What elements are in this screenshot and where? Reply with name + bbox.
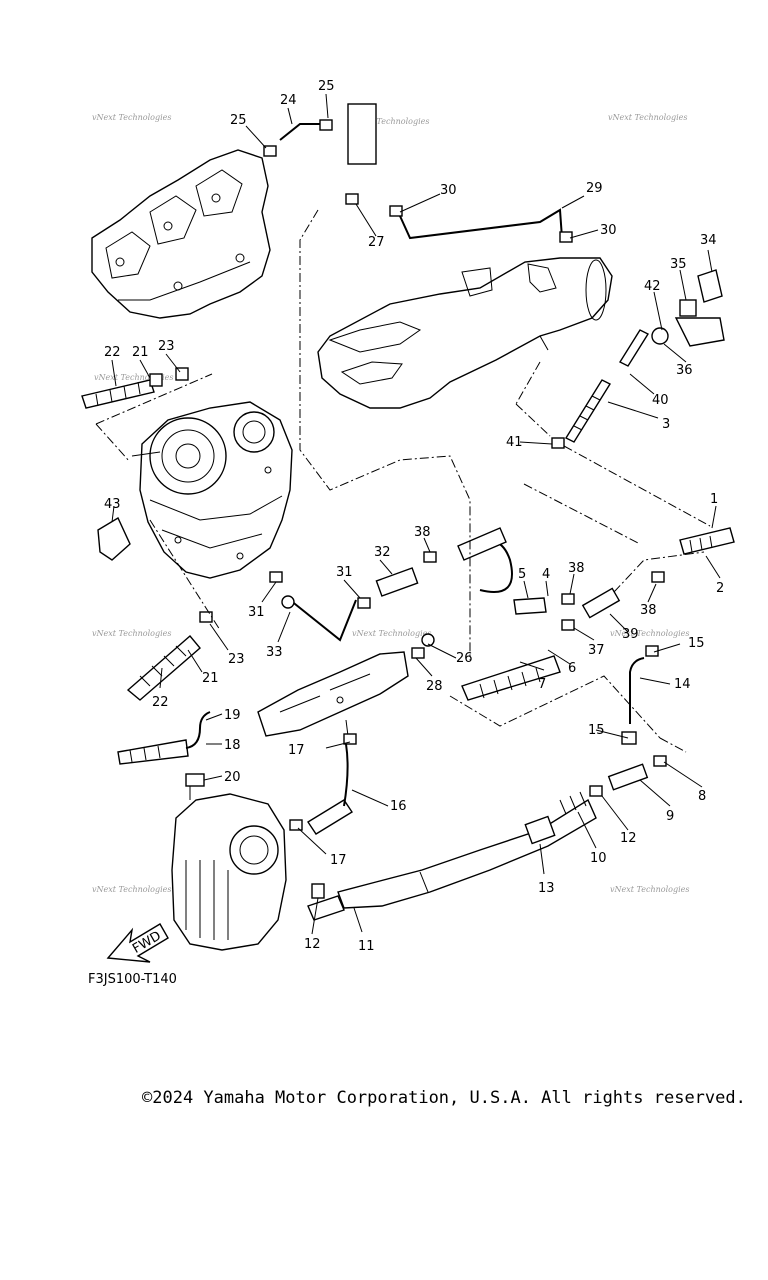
- callout: 4: [542, 567, 550, 582]
- callout-numbers: 1 2 3 4 5 6 7 8 9 10 11 12 12 13 14 15 1…: [104, 79, 724, 954]
- hoses: [81, 123, 735, 921]
- callout: 21: [132, 345, 149, 360]
- callout: 15: [688, 636, 705, 651]
- exhaust-manifold: [91, 149, 271, 319]
- water-lock: [171, 784, 287, 951]
- callout: 3: [662, 417, 670, 432]
- callout: 43: [104, 497, 121, 512]
- callout: 17: [330, 853, 347, 868]
- watermark: vNext Technologies: [94, 373, 173, 382]
- callout: 30: [440, 183, 457, 198]
- callout: 13: [538, 881, 555, 896]
- watermark: vNext Technologies: [92, 885, 171, 894]
- callout: 17: [288, 743, 305, 758]
- callout: 34: [700, 233, 717, 248]
- callout: 10: [590, 851, 607, 866]
- callout: 38: [414, 525, 431, 540]
- callout: 36: [676, 363, 693, 378]
- muffler-body: [317, 257, 613, 409]
- callout: 22: [104, 345, 121, 360]
- exhaust-pipe: [257, 651, 409, 737]
- callout: 19: [224, 708, 241, 723]
- watermark: vNext Technologies: [352, 629, 431, 638]
- callout: 28: [426, 679, 443, 694]
- callout: 33: [266, 645, 283, 660]
- callout: 25: [318, 79, 335, 94]
- callout: 2: [716, 581, 724, 596]
- watermark: vNext Technologies: [610, 629, 689, 638]
- callout: 30: [600, 223, 617, 238]
- callout: 42: [644, 279, 661, 294]
- callout: 6: [568, 661, 576, 676]
- leader-lines: [111, 93, 721, 935]
- drawing-code: F3JS100-T140: [88, 972, 177, 987]
- callout: 1: [710, 492, 718, 507]
- callout: 21: [202, 671, 219, 686]
- callout: 23: [158, 339, 175, 354]
- callout: 35: [670, 257, 687, 272]
- reference-lines: [95, 209, 711, 753]
- watermark: vNext Technologies: [92, 629, 171, 638]
- callout: 31: [336, 565, 353, 580]
- callout: 25: [230, 113, 247, 128]
- callout: 38: [640, 603, 657, 618]
- callout: 11: [358, 939, 375, 954]
- pump-housing: [131, 401, 293, 579]
- callout: 12: [620, 831, 637, 846]
- callout: 8: [698, 789, 706, 804]
- callout: 15: [588, 723, 605, 738]
- watermark: vNext Technologies: [92, 113, 171, 122]
- callout: 40: [652, 393, 669, 408]
- callout: 9: [666, 809, 674, 824]
- exhaust-hose: [337, 791, 597, 909]
- callout: 14: [674, 677, 691, 692]
- callout: 39: [622, 627, 639, 642]
- callout: 18: [224, 738, 241, 753]
- callout: 5: [518, 567, 526, 582]
- callout: 31: [248, 605, 265, 620]
- callout: 22: [152, 695, 169, 710]
- callout: 27: [368, 235, 385, 250]
- callout: 23: [228, 652, 245, 667]
- watermark: vNext Technologies: [610, 885, 689, 894]
- callout: 37: [588, 643, 605, 658]
- watermark: vNext Technologies: [608, 113, 687, 122]
- fittings: [97, 103, 725, 899]
- copyright-notice: ©2024 Yamaha Motor Corporation, U.S.A. A…: [142, 1088, 746, 1108]
- callout: 20: [224, 770, 241, 785]
- callout: 32: [374, 545, 391, 560]
- callout: 24: [280, 93, 297, 108]
- callout: 12: [304, 937, 321, 952]
- watermark: vNext Technologies: [350, 117, 429, 126]
- forward-arrow-icon: FWD: [106, 923, 169, 963]
- callout: 29: [586, 181, 603, 196]
- callout: 38: [568, 561, 585, 576]
- callout: 26: [456, 651, 473, 666]
- callout: 41: [506, 435, 523, 450]
- callout: 7: [538, 677, 546, 692]
- callout: 16: [390, 799, 407, 814]
